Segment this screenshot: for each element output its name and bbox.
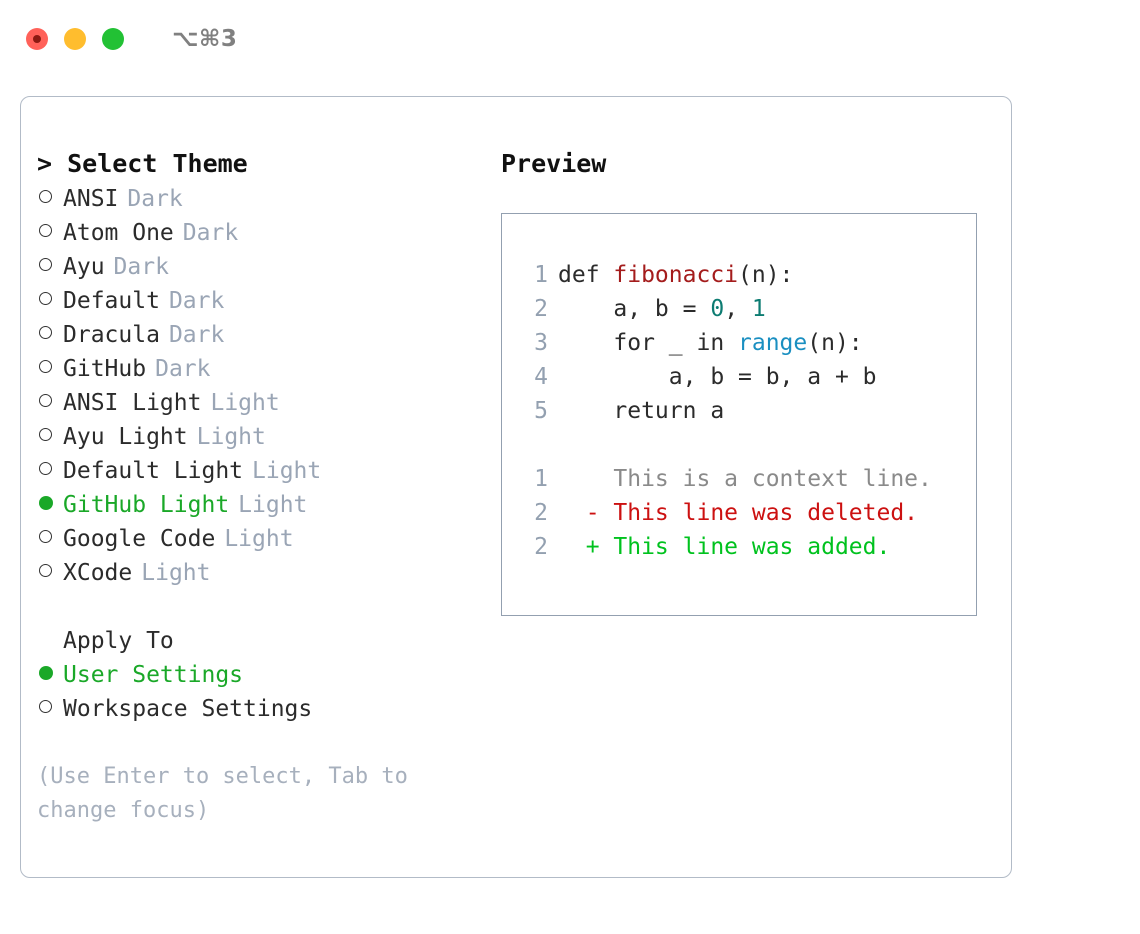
code-line: 1 def fibonacci(n): (520, 258, 976, 292)
diff-line-content: + This line was added. (558, 534, 891, 560)
maximize-window-icon[interactable] (102, 28, 124, 50)
code-token: (n): (738, 262, 794, 288)
theme-option-name: GitHub (63, 356, 147, 382)
code-token: def (558, 262, 614, 288)
theme-option-google-code[interactable]: Google Code Light (37, 522, 477, 556)
code-token: a, b = (613, 296, 711, 322)
theme-option-tag: Light (238, 492, 308, 518)
keyboard-hint-text: (Use Enter to select, Tab to change focu… (37, 764, 408, 823)
close-window-icon[interactable] (26, 28, 48, 50)
theme-option-ansi[interactable]: ANSI Dark (37, 182, 477, 216)
code-line: 3 for _ in range(n): (520, 326, 976, 360)
preview-title: Preview (501, 149, 607, 178)
theme-option-github[interactable]: GitHub Dark (37, 352, 477, 386)
theme-option-name: GitHub Light (63, 492, 230, 518)
theme-option-ayu[interactable]: Ayu Dark (37, 250, 477, 284)
code-line-content: for _ in range(n): (558, 326, 863, 360)
theme-option-tag: Light (210, 390, 280, 416)
code-token: for _ in (613, 330, 739, 356)
theme-option-name: Default (63, 288, 160, 314)
code-line: 5 return a (520, 394, 976, 428)
theme-option-name: Atom One (63, 220, 174, 246)
theme-option-default[interactable]: Default Dark (37, 284, 477, 318)
apply-to-option-name: User Settings (63, 662, 244, 688)
apply-to-option-user-settings[interactable]: User Settings (37, 658, 477, 692)
theme-option-name: ANSI (63, 186, 119, 212)
theme-option-github-light[interactable]: GitHub Light Light (37, 488, 477, 522)
code-line-number: 1 (534, 262, 548, 288)
apply-to-option-workspace-settings[interactable]: Workspace Settings (37, 692, 477, 726)
diff-line-deleted: 2 - This line was deleted. (520, 496, 976, 530)
minimize-window-icon[interactable] (64, 28, 86, 50)
code-token: a, b = b, a + b (668, 364, 877, 390)
theme-option-name: XCode (63, 560, 133, 586)
diff-line-content: - This line was deleted. (558, 500, 919, 526)
apply-to-label: Apply To (63, 628, 174, 654)
theme-option-tag: Dark (113, 254, 169, 280)
theme-option-tag: Dark (155, 356, 211, 382)
window-controls (26, 28, 124, 50)
code-diff-separator (520, 428, 976, 462)
theme-option-name: Default Light (63, 458, 244, 484)
theme-option-tag: Light (252, 458, 322, 484)
theme-option-dracula[interactable]: Dracula Dark (37, 318, 477, 352)
theme-option-default-light[interactable]: Default Light Light (37, 454, 477, 488)
code-token: (n): (807, 330, 863, 356)
code-token: , (724, 296, 752, 322)
diff-line-content: This is a context line. (558, 466, 932, 492)
code-line-number: 4 (534, 364, 548, 390)
theme-option-name: Ayu (63, 254, 105, 280)
diff-line-context: 1 This is a context line. (520, 462, 976, 496)
diff-sample: 1 This is a context line.2 - This line w… (520, 462, 976, 564)
code-line-number: 5 (534, 398, 548, 424)
theme-option-ansi-light[interactable]: ANSI Light Light (37, 386, 477, 420)
theme-option-name: ANSI Light (63, 390, 202, 416)
theme-option-tag: Dark (168, 322, 225, 348)
diff-line-number: 1 (534, 466, 548, 492)
theme-option-name: Dracula (63, 322, 160, 348)
diff-line-added: 2 + This line was added. (520, 530, 976, 564)
code-token: 1 (751, 296, 766, 322)
title-bar: ⌥⌘3 (0, 0, 1140, 78)
theme-option-tag: Dark (127, 186, 183, 212)
code-line-content: a, b = b, a + b (558, 360, 877, 394)
code-line: 4 a, b = b, a + b (520, 360, 976, 394)
apply-to-option-name: Workspace Settings (63, 696, 313, 722)
code-token: return a (613, 398, 725, 424)
theme-option-tag: Dark (182, 220, 239, 246)
code-token: fibonacci (613, 262, 739, 288)
code-line-content: return a (558, 394, 724, 428)
theme-option-tag: Light (224, 526, 294, 552)
diff-line-number: 2 (534, 534, 548, 560)
code-token: range (738, 330, 808, 356)
theme-option-xcode[interactable]: XCode Light (37, 556, 477, 590)
theme-option-tag: Light (141, 560, 211, 586)
code-line-content: a, b = 0, 1 (558, 292, 766, 326)
theme-option-tag: Dark (168, 288, 225, 314)
code-line-number: 2 (534, 296, 548, 322)
code-token: 0 (710, 296, 725, 322)
code-line-content: def fibonacci(n): (558, 258, 793, 292)
theme-option-atom-one[interactable]: Atom One Dark (37, 216, 477, 250)
code-line: 2 a, b = 0, 1 (520, 292, 976, 326)
theme-list-header: > Select Theme (37, 149, 248, 178)
code-line-number: 3 (534, 330, 548, 356)
theme-option-tag: Light (196, 424, 266, 450)
theme-option-name: Google Code (63, 526, 216, 552)
theme-option-ayu-light[interactable]: Ayu Light Light (37, 420, 477, 454)
diff-line-number: 2 (534, 500, 548, 526)
list-spacer (37, 590, 477, 624)
theme-option-name: Ayu Light (63, 424, 188, 450)
keyboard-shortcut-label: ⌥⌘3 (172, 26, 238, 52)
